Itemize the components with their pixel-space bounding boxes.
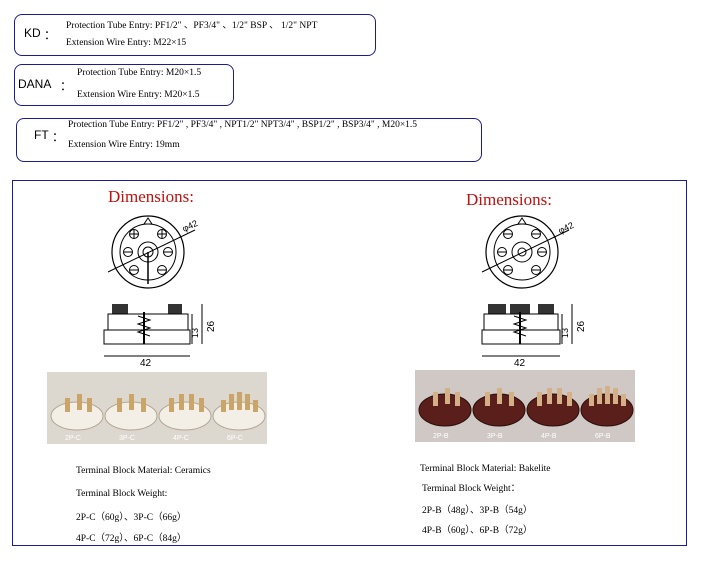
right-block-3 [526,388,580,427]
right-weight-label: Terminal Block Weight： [422,484,521,494]
left-material: Terminal Block Material: Ceramics [76,466,211,476]
right-weights-row2: 4P-B（60g）、6P-B（72g） [422,526,533,536]
right-diameter-label: φ42 [557,220,576,236]
right-label-2: 3P-B [487,433,503,440]
right-label-4: 6P-B [595,433,611,440]
ft-brand: FT [34,128,49,142]
left-block-3 [158,394,212,431]
left-label-4: 6P-C [227,435,243,442]
left-weights-row2: 4P-C（72g）、6P-C（84g） [76,534,187,544]
ft-tube-entry: Protection Tube Entry: PF1/2" , PF3/4" ,… [68,120,418,130]
dana-colon: ： [60,79,73,93]
left-block-1 [50,394,104,431]
right-width-dim: 42 [514,358,526,368]
left-ceramic-blocks-photo: 2P-C 3P-C 4P-C 6P-C [47,372,267,444]
kd-box [14,14,376,56]
right-weights-row1: 2P-B（48g）、3P-B（54g） [422,506,533,516]
dana-tube-entry: Protection Tube Entry: M20×1.5 [77,68,202,78]
right-label-1: 2P-B [433,433,449,440]
right-dimensions-title: Dimensions: [466,190,552,209]
left-top-view-diagram: φ42 [107,215,200,289]
kd-colon: ： [44,28,57,42]
ft-box [16,118,482,162]
right-block-1 [418,388,472,427]
right-side-view-diagram: 13 26 42 [481,304,587,368]
left-label-1: 2P-C [65,435,81,442]
right-top-view-diagram: φ42 [481,215,576,289]
kd-tube-entry: Protection Tube Entry: PF1/2" 、PF3/4" 、1… [66,21,318,31]
ft-colon: ： [52,130,65,144]
dana-box [14,64,234,106]
dana-brand: DANA [18,77,52,91]
left-label-2: 3P-C [119,435,135,442]
dimensions-panel [12,180,687,546]
right-height-dim: 26 [576,320,587,332]
left-weights-row1: 2P-C（60g）、3P-C（66g） [76,513,187,523]
left-weight-label: Terminal Block Weight: [76,489,168,499]
kd-brand: KD [24,26,41,40]
left-width-dim: 42 [140,358,152,368]
left-side-view-diagram: 13 26 42 [103,304,217,368]
right-block-4 [580,386,634,427]
left-height-dim: 26 [206,320,217,332]
right-material: Terminal Block Material: Bakelite [420,464,551,474]
dana-wire-entry: Extension Wire Entry: M20×1.5 [77,90,200,100]
left-block-2 [104,394,158,431]
left-diameter-label: φ42 [181,218,200,234]
left-label-3: 4P-C [173,435,189,442]
left-dimensions-title: Dimensions: [108,187,194,206]
right-block-2 [472,388,526,427]
right-bakelite-blocks-photo: 2P-B 3P-B 4P-B 6P-B [415,370,635,442]
ft-wire-entry: Extension Wire Entry: 19mm [68,140,180,150]
left-block-4 [212,392,266,431]
left-inner-dim: 13 [190,328,200,338]
right-inner-dim: 13 [560,328,570,338]
kd-wire-entry: Extension Wire Entry: M22×15 [66,38,187,48]
right-label-3: 4P-B [541,433,557,440]
